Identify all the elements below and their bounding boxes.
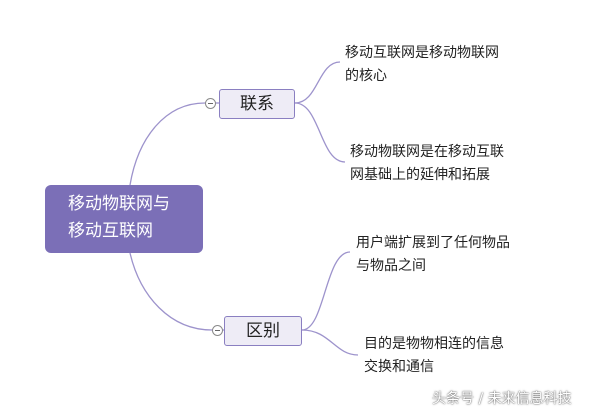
connector-qubie-leaf-4 [301,329,359,356]
branch-topic-lianxi[interactable]: 联系 [219,89,295,119]
watermark: 头条号 / 未来信息科技 [432,391,572,407]
branch-topic-qubie[interactable]: 区别 [224,316,302,346]
connector-qubie-leaf-3 [301,251,351,331]
leaf-topic-line: 用户端扩展到了任何物品 [356,235,510,251]
root-topic-line-2: 移动互联网 [68,221,153,241]
leaf-topic-line: 的核心 [345,68,387,84]
connector-root-lianxi [129,102,206,186]
collapse-toggle-qubie[interactable] [212,325,223,336]
leaf-topic-line: 移动物联网是在移动互联 [350,144,504,160]
leaf-topic-line: 交换和通信 [364,359,434,375]
root-topic[interactable]: 移动物联网与 移动互联网 [45,185,203,253]
connector-root-qubie [129,252,213,331]
root-topic-line-1: 移动物联网与 [68,194,170,214]
leaf-topic-qubie-1[interactable]: 用户端扩展到了任何物品 与物品之间 [356,232,510,278]
leaf-topic-line: 与物品之间 [356,258,426,274]
connector-lianxi-leaf-2 [294,102,346,163]
leaf-topic-line: 移动互联网是移动物联网 [345,45,499,61]
leaf-topic-line: 目的是物物相连的信息 [364,336,504,352]
leaf-topic-qubie-2[interactable]: 目的是物物相连的信息 交换和通信 [364,333,504,379]
collapse-toggle-lianxi[interactable] [205,98,216,109]
leaf-topic-lianxi-1[interactable]: 移动互联网是移动物联网 的核心 [345,42,499,88]
leaf-topic-lianxi-2[interactable]: 移动物联网是在移动互联 网基础上的延伸和拓展 [350,141,504,187]
leaf-topic-line: 网基础上的延伸和拓展 [350,167,490,183]
connector-lianxi-leaf-1 [294,61,341,104]
